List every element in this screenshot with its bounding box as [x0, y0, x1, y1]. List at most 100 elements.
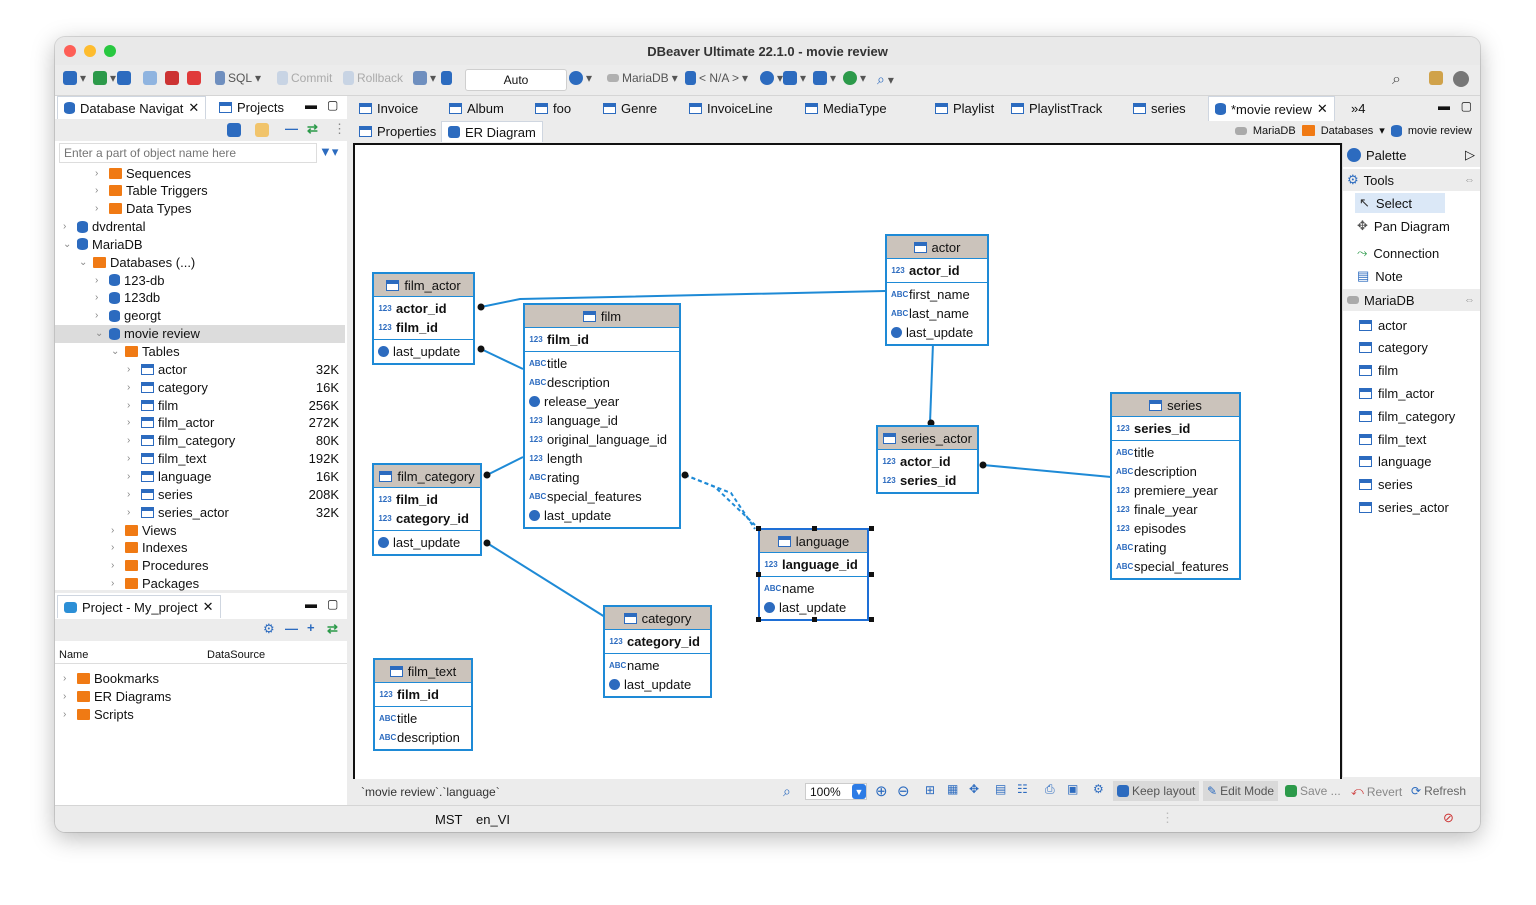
entity-header[interactable]: film_text [375, 660, 471, 683]
tree-item[interactable]: ›Table Triggers [55, 182, 345, 200]
rel-film-actor-film[interactable] [480, 348, 524, 370]
palette-tool[interactable]: ↖Select [1355, 193, 1445, 213]
palette-table[interactable]: film [1359, 361, 1398, 381]
dashboard-button[interactable]: ▾ [760, 71, 783, 85]
rollback-button[interactable]: Rollback [343, 71, 403, 85]
editor-tab[interactable]: *movie review✕ [1208, 96, 1335, 121]
export-image-icon[interactable]: ▣ [1067, 782, 1079, 796]
entity-column[interactable]: last_update [374, 533, 480, 552]
chevron-icon[interactable]: › [127, 470, 131, 482]
palette-tool[interactable]: ▤Note [1357, 266, 1403, 286]
new-folder-icon[interactable] [255, 123, 269, 137]
lock-button[interactable] [441, 71, 452, 85]
rel-film-category-category[interactable] [486, 542, 606, 618]
palette-table[interactable]: series_actor [1359, 497, 1449, 517]
minimize-icon[interactable]: ▬ [1438, 99, 1450, 113]
chevron-icon[interactable]: › [95, 292, 99, 304]
arrange-icon[interactable]: ☷ [1017, 782, 1028, 796]
entity-header[interactable]: series [1112, 394, 1239, 417]
tree-item[interactable]: ›123db [55, 289, 345, 307]
entity-header[interactable]: language [760, 530, 867, 553]
schema-select[interactable]: < N/A >▾ [685, 71, 748, 85]
palette-table[interactable]: film_actor [1359, 383, 1434, 403]
tree-item[interactable]: ›Data Types [55, 200, 345, 218]
commit-button[interactable]: Commit [277, 71, 332, 85]
tree-item[interactable]: ⌄Databases (...) [55, 253, 345, 271]
rel-actor-series-actor[interactable] [929, 342, 934, 424]
tab-projects[interactable]: Projects [213, 96, 290, 118]
project-item-bookmarks[interactable]: ›Bookmarks [63, 670, 160, 686]
entity-header[interactable]: film_category [374, 465, 480, 488]
entity-column[interactable]: release_year [525, 392, 679, 411]
user-avatar[interactable] [1453, 71, 1469, 87]
tab-properties[interactable]: Properties [353, 121, 442, 141]
editor-tab[interactable]: Genre [597, 96, 663, 120]
rel-series-actor-series[interactable] [982, 464, 1112, 478]
entity-header[interactable]: film_actor [374, 274, 473, 297]
maximize-icon[interactable]: ▢ [327, 98, 339, 112]
global-search-button[interactable]: ⌕ [1392, 71, 1401, 89]
collapse-all-icon[interactable]: — [285, 121, 298, 136]
disconnect-button[interactable] [165, 71, 179, 85]
notification-icon[interactable]: ⊘ [1443, 810, 1454, 825]
project-item-scripts[interactable]: ›Scripts [63, 706, 134, 722]
minimize-icon[interactable]: ▬ [305, 98, 317, 112]
history-button[interactable]: ▾ [569, 71, 592, 85]
editor-tab[interactable]: Invoice [353, 96, 424, 120]
editor-tab[interactable]: MediaType [799, 96, 893, 120]
palette-table[interactable]: film_category [1359, 406, 1455, 426]
revert-button[interactable]: ⤺Revert [1351, 784, 1403, 799]
editor-tab[interactable]: foo [529, 96, 577, 120]
new-connection-button[interactable]: ▾ [63, 71, 86, 85]
chevron-icon[interactable]: ⌄ [95, 328, 104, 340]
link-editor-icon[interactable]: ⇄ [307, 121, 318, 136]
chevron-icon[interactable]: ⌄ [63, 238, 72, 250]
chevron-icon[interactable]: › [95, 185, 99, 197]
zoom-in-icon[interactable]: ⊕ [875, 783, 888, 800]
palette-table[interactable]: language [1359, 452, 1432, 472]
editor-tab[interactable]: InvoiceLine [683, 96, 779, 120]
tools-section-header[interactable]: ⚙Tools⇔ [1343, 169, 1480, 191]
palette-tool[interactable]: ⤳Connection [1357, 243, 1439, 263]
disconnect-all-button[interactable] [187, 71, 201, 85]
chevron-icon[interactable]: › [127, 435, 131, 447]
chevron-icon[interactable]: › [111, 560, 115, 572]
collapse-icon[interactable]: — [285, 621, 298, 636]
chevron-icon[interactable]: › [111, 578, 115, 590]
link-icon[interactable]: ⇄ [327, 621, 338, 636]
grid-icon[interactable]: ▦ [947, 782, 959, 796]
chevron-icon[interactable]: ⌄ [79, 256, 88, 268]
db-section-header[interactable]: MariaDB⇔ [1343, 289, 1480, 311]
chevron-icon[interactable]: › [95, 203, 99, 215]
tree-item[interactable]: ›georgt [55, 307, 345, 325]
new-connection-icon[interactable] [227, 123, 241, 137]
tasks-button[interactable]: ▾ [813, 71, 836, 85]
chevron-icon[interactable]: › [127, 363, 131, 375]
